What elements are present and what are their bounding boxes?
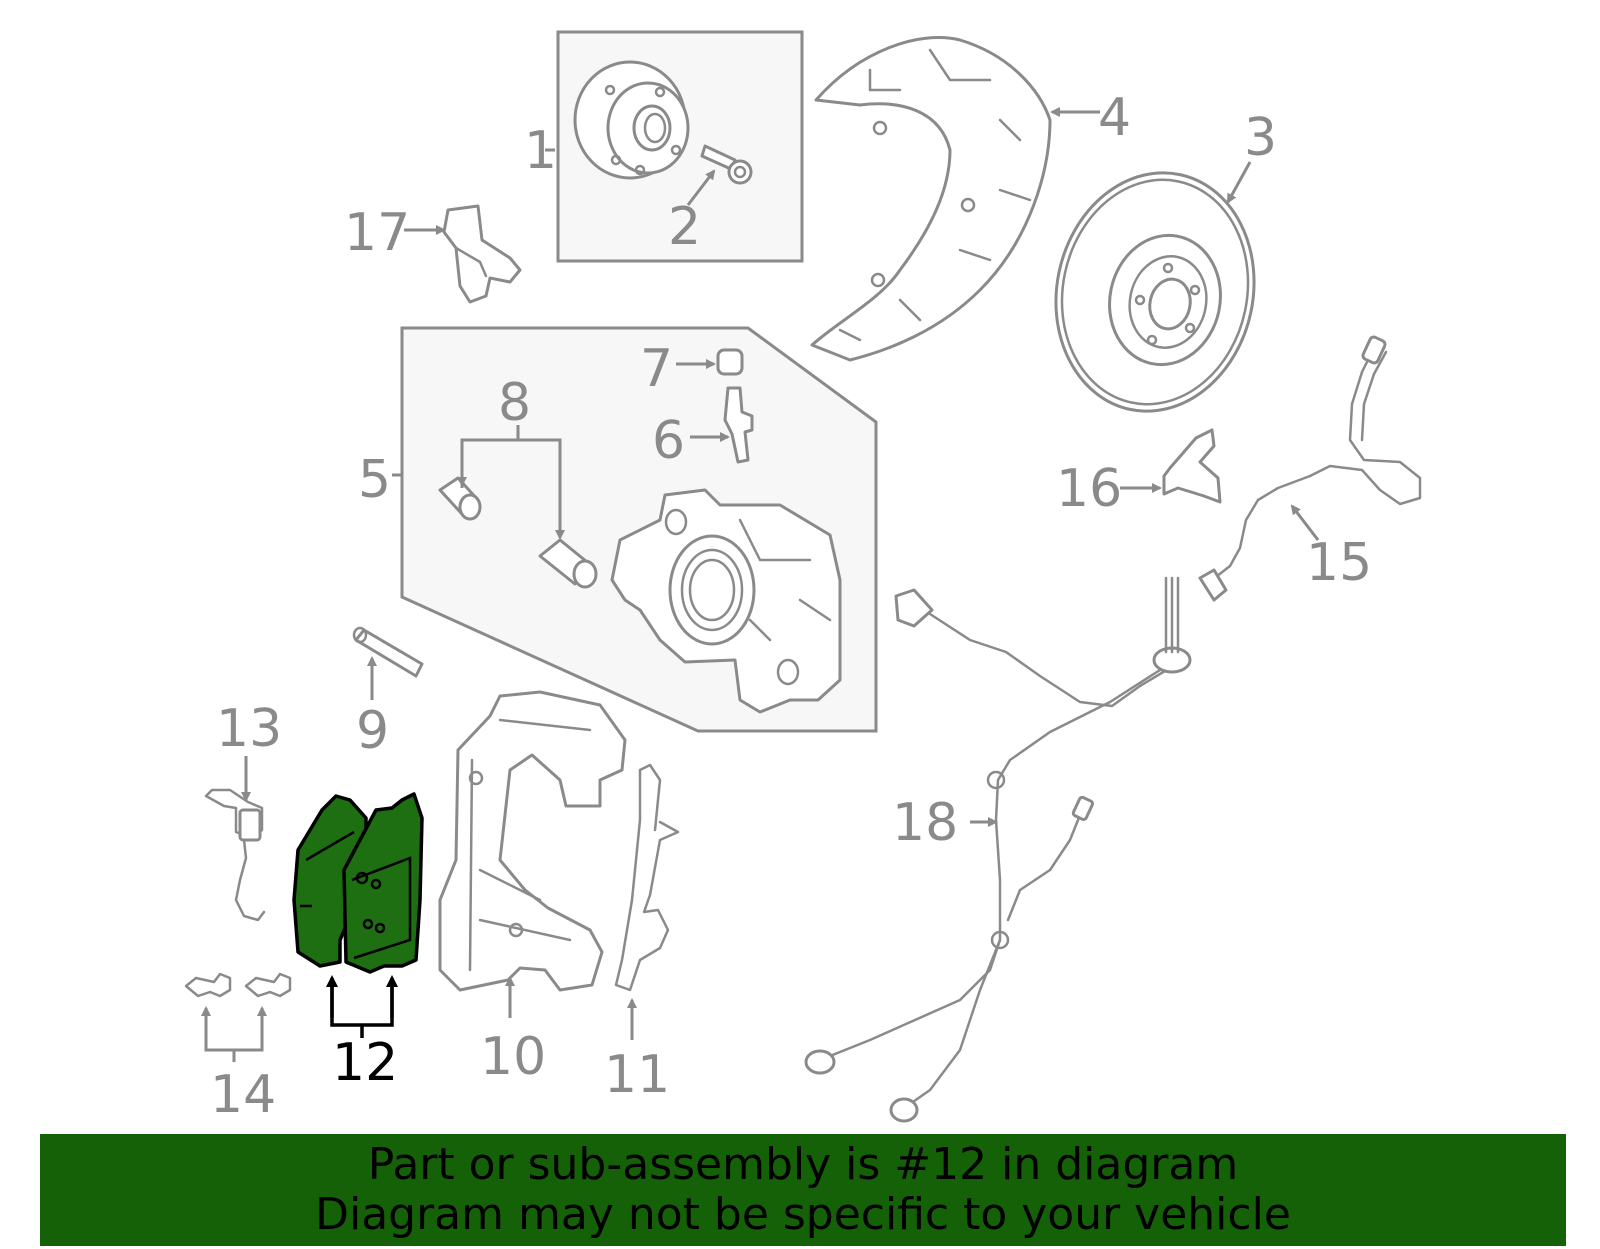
caliper-bracket-part (438, 690, 627, 992)
hose-bracket-part (1162, 428, 1222, 504)
guide-pin-part (352, 626, 424, 678)
guide-bushing-part-8b (538, 538, 598, 589)
wheel-hub-part (573, 60, 690, 180)
hub-bolt-part (700, 144, 753, 185)
banner-line-1: Part or sub-assembly is #12 in diagram (367, 1139, 1239, 1190)
banner-line-2: Diagram may not be specific to your vehi… (315, 1189, 1291, 1240)
pad-clip-part-b (244, 972, 292, 998)
bleeder-screw-part (723, 386, 754, 464)
sensor-part-17 (442, 204, 522, 304)
callout-14: 14 (210, 1065, 276, 1125)
part-info-banner: Part or sub-assembly is #12 in diagram D… (40, 1134, 1566, 1246)
callout-3: 3 (1244, 108, 1277, 168)
callout-9: 9 (356, 701, 389, 761)
wiring-harness-part (804, 576, 1192, 1123)
brake-hose-part (1198, 335, 1422, 602)
callout-5: 5 (358, 450, 391, 510)
callout-6: 6 (652, 411, 685, 471)
pad-clip-part-a (184, 972, 232, 998)
callout-13: 13 (216, 699, 282, 759)
callout-12-bracket (330, 985, 394, 1027)
wear-sensor-part (204, 788, 266, 922)
callout-10: 10 (480, 1027, 546, 1087)
brake-pads-highlighted-part (292, 792, 424, 974)
guide-bushing-part-8a (438, 476, 482, 521)
callout-7: 7 (640, 339, 673, 399)
callout-1: 1 (524, 121, 557, 181)
callout-18: 18 (892, 793, 958, 853)
callout-11: 11 (604, 1045, 670, 1105)
callout-16: 16 (1056, 459, 1122, 519)
callout-15: 15 (1306, 533, 1372, 593)
callout-12: 12 (332, 1033, 398, 1093)
callout-4: 4 (1098, 88, 1131, 148)
bleeder-cap-part (716, 348, 744, 376)
callout-2: 2 (668, 197, 701, 257)
caliper-part (610, 488, 842, 714)
anti-rattle-spring-part (614, 763, 680, 992)
callout-17: 17 (344, 203, 410, 263)
splash-shield-part (810, 36, 1052, 362)
callout-8: 8 (498, 373, 531, 433)
brake-rotor-part (1054, 171, 1256, 413)
